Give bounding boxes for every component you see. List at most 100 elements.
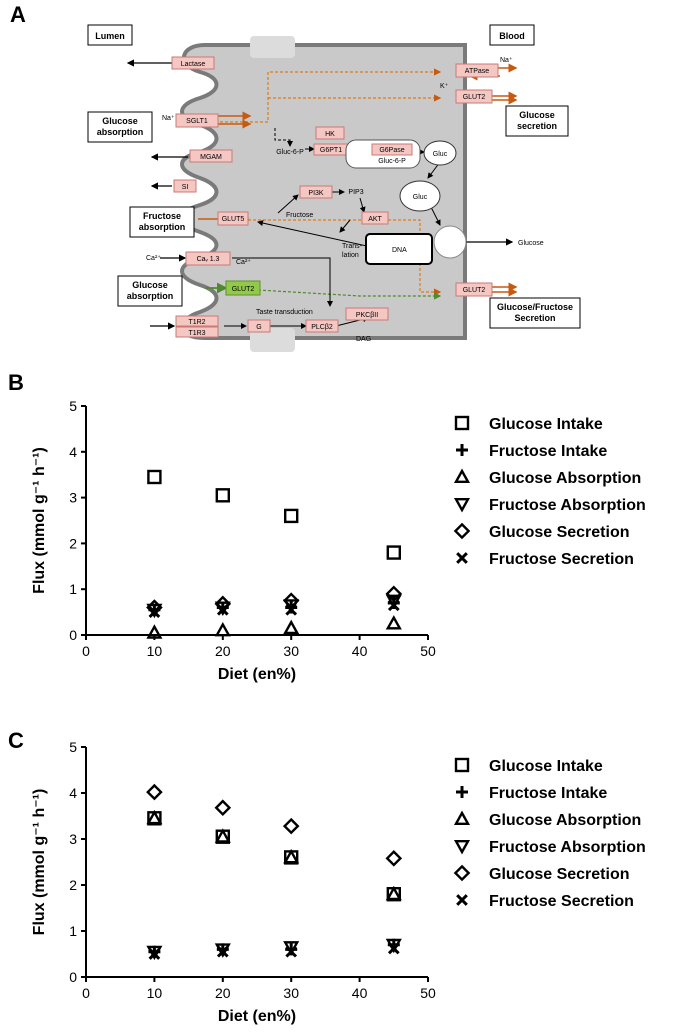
gluc6p-inner-label: Gluc-6-P: [378, 158, 406, 165]
taste-label: Taste transduction: [256, 309, 313, 316]
glucose-exit-circle: [433, 225, 467, 259]
enterocyte-diagram: Lactase SGLT1 MGAM SI GLUT5 Caᵥ 1.3 GLUT…: [87, 24, 581, 352]
chart-b-legend-item: Fructose Absorption: [453, 497, 646, 514]
chart-b-legend-label: Fructose Intake: [489, 443, 607, 460]
t1r2-label: T1R2: [188, 319, 205, 326]
chart-c-ytick-label: 0: [69, 969, 77, 985]
ca-mid-label: Ca²⁺: [236, 259, 251, 266]
chart-b-point: [282, 592, 300, 609]
translation-label: Trans-lation: [342, 243, 363, 259]
chart-c-ytick-label: 5: [69, 739, 77, 755]
glucose-out-label: Glucose: [518, 240, 544, 247]
cav-box: Caᵥ 1.3: [185, 251, 231, 266]
chart-b-series-0: [147, 469, 401, 560]
gs-l2: secretion: [517, 121, 557, 131]
plcb2-label: PLCβ2: [311, 324, 333, 331]
chart-c-point: [214, 828, 231, 843]
panel-c-letter: C: [8, 728, 24, 753]
panel-b-letter: B: [8, 370, 24, 395]
chart-c-point: [148, 948, 161, 960]
g-label: G: [256, 324, 261, 331]
chart-b-legend-label: Glucose Absorption: [489, 470, 641, 487]
glut2-bottom-box: GLUT2: [455, 282, 493, 297]
na-left-label: Na⁺: [162, 115, 175, 122]
pip3-label: PIP3: [348, 189, 363, 196]
chart-b-point: [385, 585, 403, 603]
chart-c-xtick-label: 30: [283, 985, 299, 1001]
chart-c-ytick-label: 4: [69, 785, 77, 801]
glut5-label: GLUT5: [222, 216, 245, 223]
chart-b-xtick-label: 10: [147, 643, 163, 659]
chart-c-point: [385, 850, 403, 867]
chart-b-legend-item: Fructose Intake: [456, 443, 607, 460]
chart-c-series-2: [146, 809, 402, 901]
chart-c-legend-marker: [454, 757, 470, 773]
chart-b-xtick-label: 40: [352, 643, 368, 659]
chart-b-xtick-label: 20: [215, 643, 231, 659]
chart-b-legend-marker: [456, 444, 468, 456]
blood-label: Blood: [499, 31, 525, 41]
pkcbii-box: PKCβII: [345, 307, 389, 321]
chart-b-point: [386, 545, 401, 560]
glut2-green-label: GLUT2: [232, 286, 255, 293]
chart-c-point: [146, 783, 163, 801]
chart-b-xtick-label: 50: [420, 643, 436, 659]
chart-b-legend-label: Glucose Intake: [489, 416, 603, 433]
t1r3-box: T1R3: [175, 326, 219, 338]
chart-c-legend-label: Glucose Absorption: [489, 812, 641, 829]
g6pase-label: G6Pase: [379, 147, 404, 154]
chart-c-legend-marker: [453, 864, 471, 882]
chart-c-point: [387, 942, 400, 955]
g6pt1-box: G6PT1: [313, 143, 349, 156]
chart-c-legend-marker: [456, 786, 468, 798]
translation-l1: Trans-: [342, 243, 363, 250]
chart-b-xtick-label: 30: [283, 643, 299, 659]
plcb2-box: PLCβ2: [305, 319, 339, 333]
chart-c-legend-item: Fructose Absorption: [453, 839, 646, 856]
chart-b-xtick-label: 0: [82, 643, 90, 659]
ga1-l1: Glucose: [102, 116, 138, 126]
g6pase-box: G6Pase: [371, 143, 413, 156]
hk-box: HK: [315, 126, 345, 140]
fructose-label: Fructose: [286, 212, 313, 219]
chart-c-ytick-label: 2: [69, 877, 77, 893]
chart-b-point: [215, 488, 231, 503]
fa-l1: Fructose: [143, 211, 181, 221]
chart-b-legend-marker: [454, 415, 470, 431]
atpase-label: ATPase: [465, 68, 489, 75]
nucleus-box: DNA: [365, 233, 433, 265]
chart-c-point: [146, 809, 163, 825]
hk-label: HK: [325, 131, 335, 138]
lactase-label: Lactase: [181, 61, 206, 68]
chart-b-ytick-label: 5: [69, 398, 77, 414]
chart-c-legend-item: Glucose Secretion: [453, 864, 630, 883]
gluc-2-label: Gluc: [413, 194, 428, 201]
ga1-l2: absorption: [97, 127, 144, 137]
chart-b-point: [387, 599, 400, 612]
tight-junction-top: [250, 36, 295, 58]
chart-b-point: [146, 624, 163, 639]
lumen-label: Lumen: [95, 31, 125, 41]
gluc-circle-2: Gluc: [399, 180, 441, 212]
chart-c-xtick-label: 10: [147, 985, 163, 1001]
chart-b-ylabel: Flux (mmol g⁻¹ h⁻¹): [31, 447, 48, 594]
dna-label: DNA: [392, 247, 407, 254]
panel-a-letter: A: [10, 2, 26, 27]
chart-c-xtick-label: 40: [352, 985, 368, 1001]
gluc-1-label: Gluc: [433, 151, 448, 158]
chart-c-legend-marker: [453, 839, 471, 855]
gfs-l2: Secretion: [514, 313, 555, 323]
gs-l1: Glucose: [519, 110, 555, 120]
t1r2-box: T1R2: [175, 315, 219, 327]
si-box: SI: [173, 179, 197, 193]
chart-c-legend-label: Fructose Absorption: [489, 839, 646, 856]
si-label: SI: [182, 184, 189, 191]
